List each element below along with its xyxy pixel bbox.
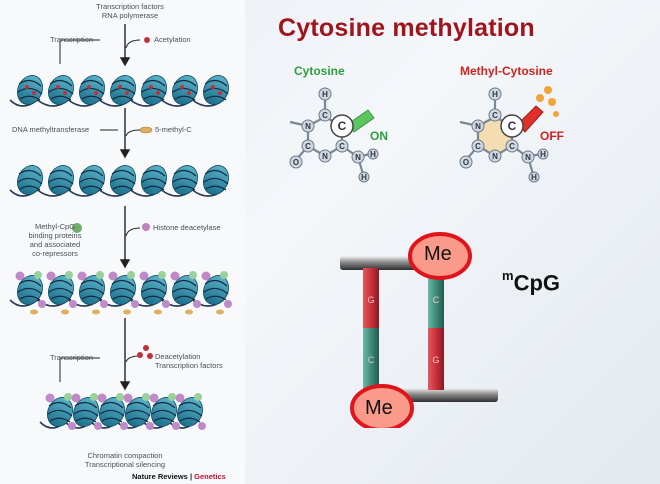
nucleosome — [110, 165, 136, 195]
svg-text:C: C — [322, 111, 328, 120]
svg-text:C: C — [508, 119, 517, 133]
methyl-group-top — [408, 232, 472, 280]
atom-label: H — [322, 90, 328, 99]
nucleosome — [17, 75, 43, 105]
mcpg-label: mCpG — [502, 268, 561, 296]
strand-c-right — [428, 268, 444, 328]
chromatin-row — [9, 271, 232, 315]
nucleosome — [172, 75, 198, 105]
svg-text:C: C — [305, 142, 311, 151]
nucleosome — [139, 271, 170, 315]
nucleosome — [175, 393, 206, 430]
nucleosome — [17, 165, 43, 195]
nucleosome — [97, 393, 128, 430]
nucleosome — [79, 165, 105, 195]
base-label: G — [367, 295, 374, 305]
dnmt-label: DNA methyltransferase — [12, 125, 90, 134]
strand-g-right — [428, 328, 444, 390]
methyl-c-label: 5-methyl-C — [155, 125, 192, 134]
svg-text:O: O — [463, 158, 469, 167]
journal-credit: Nature Reviews | Genetics — [132, 472, 226, 481]
chromatin-row — [9, 165, 229, 197]
transcription-label: Transcription — [50, 35, 94, 44]
chromatin-rows — [9, 75, 232, 430]
chromatin-row — [9, 75, 229, 107]
svg-text:H: H — [531, 173, 537, 182]
methyl-cytosine-molecule: H C C N C C N O N H H OFF — [459, 86, 564, 183]
svg-text:H: H — [370, 150, 376, 159]
base-label: C — [368, 355, 375, 365]
nucleosome — [201, 271, 232, 315]
svg-text:C: C — [339, 142, 345, 151]
nucleosome — [15, 271, 46, 315]
page-title: Cytosine methylation — [278, 14, 535, 42]
flow-arrows — [119, 24, 131, 391]
svg-text:H: H — [540, 150, 546, 159]
mechanism-diagram — [9, 24, 232, 430]
transcription-blocked-label: Transcription — [50, 353, 94, 362]
merge-arrows — [59, 39, 141, 382]
nucleosome — [141, 75, 167, 105]
nucleosome — [170, 271, 201, 315]
svg-text:N: N — [305, 122, 311, 131]
nucleosome — [77, 271, 108, 315]
strand-g — [363, 268, 379, 328]
strand-c — [363, 328, 379, 390]
nucleosome — [45, 393, 76, 430]
acetylation-label: Acetylation — [154, 35, 191, 44]
svg-text:H: H — [361, 173, 367, 182]
nucleosome — [110, 75, 136, 105]
nucleosome — [46, 271, 77, 315]
me-label-top: Me — [424, 243, 452, 265]
nucleosome — [79, 75, 105, 105]
hdac-label: Histone deacetylase — [153, 223, 221, 232]
svg-text:O: O — [293, 158, 299, 167]
methyl-group-bottom — [350, 384, 414, 428]
svg-text:N: N — [322, 152, 328, 161]
svg-text:N: N — [525, 153, 531, 162]
svg-text:N: N — [492, 152, 498, 161]
base-label: C — [433, 295, 440, 305]
small-markers — [72, 37, 153, 359]
off-state: OFF — [540, 129, 564, 143]
svg-text:C: C — [475, 142, 481, 151]
cytosine-label: Cytosine — [294, 64, 345, 78]
nucleosome — [48, 75, 74, 105]
nucleosome — [48, 165, 74, 195]
svg-text:N: N — [475, 122, 481, 131]
methyl-cytosine-label: Methyl-Cytosine — [460, 64, 553, 78]
base-label: G — [432, 355, 439, 365]
svg-text:H: H — [492, 90, 498, 99]
nucleosome — [172, 165, 198, 195]
nucleosome — [141, 165, 167, 195]
nucleosome — [203, 165, 229, 195]
nucleosome — [149, 393, 180, 430]
svg-text:C: C — [509, 142, 515, 151]
nucleosome — [203, 75, 229, 105]
nucleosome — [108, 271, 139, 315]
chromatin-row — [39, 393, 206, 430]
svg-text:N: N — [355, 153, 361, 162]
cytosine-molecule: H C C N C C N O N H H ON — [289, 87, 388, 183]
me-label-bottom: Me — [365, 397, 393, 419]
nucleosome — [71, 393, 102, 430]
mcpg-ladder: G C C G — [340, 232, 498, 428]
backbone-bottom — [392, 388, 498, 402]
nucleosome — [123, 393, 154, 430]
on-state: ON — [370, 129, 388, 143]
svg-text:C: C — [338, 119, 347, 133]
svg-text:C: C — [492, 111, 498, 120]
